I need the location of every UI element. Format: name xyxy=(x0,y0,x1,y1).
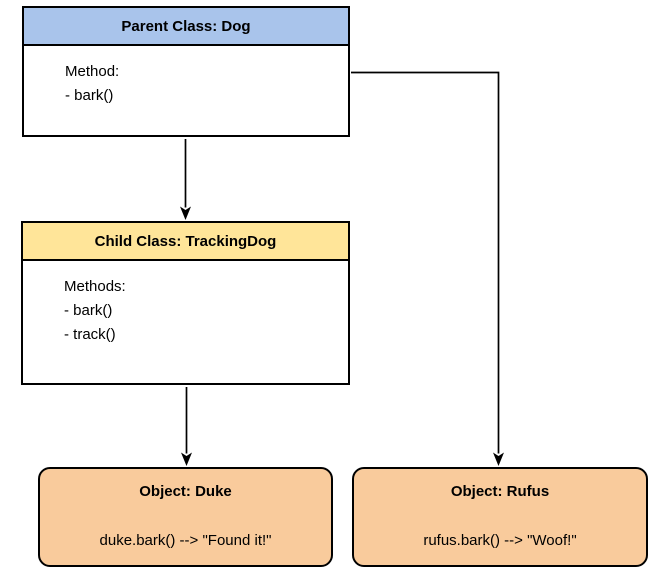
object-rufus-call-result: rufus.bark() --> "Woof!" xyxy=(423,532,577,549)
child-method-track: - track() xyxy=(64,326,116,343)
arrow-parent-to-child xyxy=(180,139,191,220)
child-method-bark: - bark() xyxy=(64,302,113,319)
child-class-body: Methods: - bark() - track() xyxy=(23,261,348,347)
object-rufus-title: Object: Rufus xyxy=(450,483,550,500)
object-duke-title: Object: Duke xyxy=(139,483,232,500)
arrow-parent-to-rufus xyxy=(351,71,504,466)
object-duke-box: Object: Duke duke.bark() --> "Found it!" xyxy=(38,467,333,567)
child-methods-label: Methods: xyxy=(64,278,126,295)
child-class-box: Child Class: TrackingDog Methods: - bark… xyxy=(21,221,350,385)
arrow-child-to-duke xyxy=(181,387,192,466)
object-rufus-box: Object: Rufus rufus.bark() --> "Woof!" xyxy=(352,467,648,567)
parent-class-body: Method: - bark() xyxy=(24,46,348,108)
parent-class-title: Parent Class: Dog xyxy=(121,17,251,35)
object-duke-call-result: duke.bark() --> "Found it!" xyxy=(99,532,272,549)
parent-class-header: Parent Class: Dog xyxy=(24,8,348,46)
child-class-title: Child Class: TrackingDog xyxy=(94,232,277,250)
parent-method-label: Method: xyxy=(65,63,120,80)
child-class-header: Child Class: TrackingDog xyxy=(23,223,348,261)
parent-class-box: Parent Class: Dog Method: - bark() xyxy=(22,6,350,137)
parent-method-bark: - bark() xyxy=(65,87,114,104)
